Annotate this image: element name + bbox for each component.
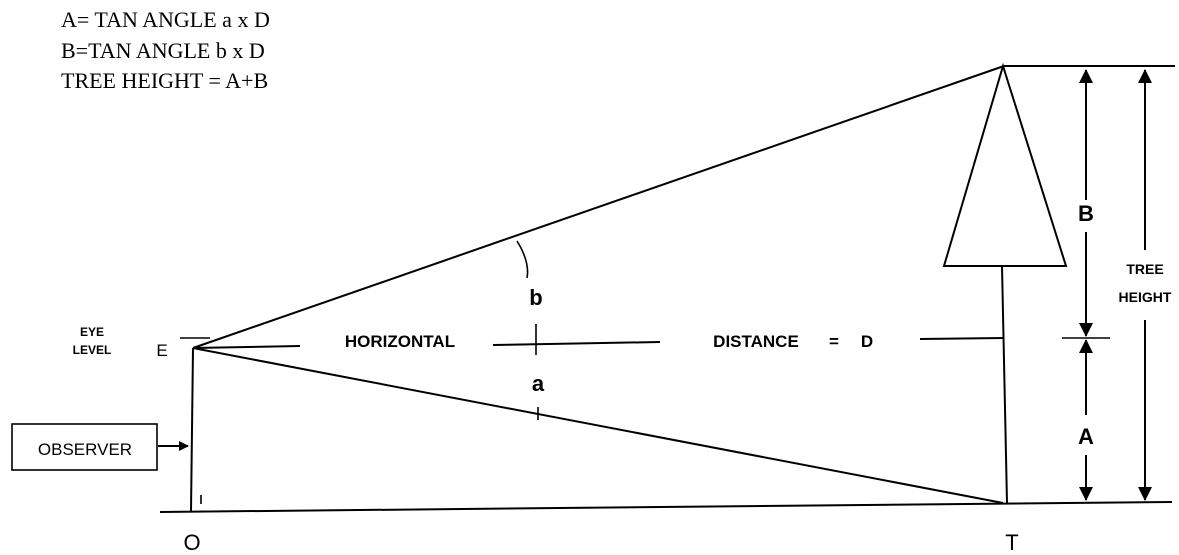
segment-a-label: A bbox=[1078, 424, 1094, 449]
formula-b: B=TAN ANGLE b x D bbox=[61, 38, 265, 63]
sight-line-base bbox=[192, 347, 1004, 504]
angle-b-label: b bbox=[529, 285, 542, 310]
angle-a-label: a bbox=[532, 371, 545, 396]
horizontal-label: HORIZONTAL bbox=[345, 332, 455, 351]
formula-tree-height: TREE HEIGHT = A+B bbox=[61, 68, 268, 93]
ground-line bbox=[159, 501, 1173, 513]
sight-line-top bbox=[192, 65, 1005, 349]
point-e-label: E bbox=[156, 341, 167, 360]
point-t-label: T bbox=[1005, 530, 1018, 555]
equals-label: = bbox=[829, 332, 839, 351]
horizontal-line-seg3 bbox=[919, 337, 1005, 340]
observer-line bbox=[190, 347, 194, 512]
observer-label: OBSERVER bbox=[38, 440, 132, 459]
distance-d-label: D bbox=[861, 332, 873, 351]
tree-crown bbox=[942, 62, 1068, 267]
angle-b-arc bbox=[516, 240, 529, 279]
eye-level-label-line2: LEVEL bbox=[73, 343, 112, 357]
formula-a: A= TAN ANGLE a x D bbox=[61, 7, 270, 32]
tree-trunk bbox=[1001, 265, 1008, 504]
eye-level-label-line1: EYE bbox=[80, 325, 104, 339]
tree-height-label-line2: HEIGHT bbox=[1119, 289, 1172, 305]
distance-label: DISTANCE bbox=[713, 332, 799, 351]
horizontal-line-seg2 bbox=[492, 341, 661, 346]
point-o-label: O bbox=[183, 530, 200, 555]
observer-box bbox=[11, 423, 158, 471]
horizontal-line-seg1 bbox=[192, 345, 301, 349]
tree-height-label-line1: TREE bbox=[1126, 261, 1163, 277]
segment-b-label: B bbox=[1078, 201, 1094, 226]
